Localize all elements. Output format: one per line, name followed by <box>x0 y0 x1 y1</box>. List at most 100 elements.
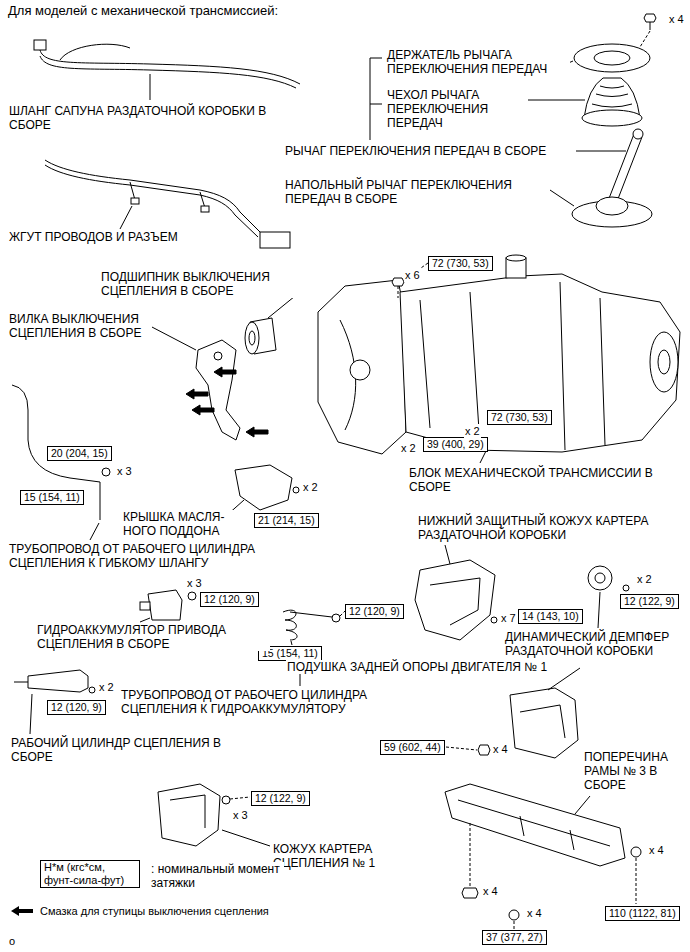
quantity-label: x 4 <box>492 742 509 756</box>
bolt-part <box>644 14 656 22</box>
part-name: РЫЧАГ ПЕРЕКЛЮЧЕНИЯ ПЕРЕДАЧ В СБОРЕ <box>284 144 547 158</box>
quantity-label: x 3 <box>116 464 133 478</box>
transmission-assembly-part <box>392 278 404 286</box>
release-cylinder-part <box>14 682 28 683</box>
quantity-label: o <box>8 934 16 948</box>
engine-mount-part <box>520 705 565 738</box>
part-name: РАБОЧИЙ ЦИЛИНДР СЦЕПЛЕНИЯ В СБОРЕ <box>10 736 260 764</box>
frame-crossmember-part <box>636 858 637 904</box>
transmission-assembly-part <box>658 350 670 374</box>
wire-harness-part <box>120 206 132 229</box>
torque-value: 72 (730, 53) <box>491 411 548 424</box>
floor-shift-lever-part <box>633 129 643 139</box>
label-text: КРЫШКА МАСЛЯ- НОГО ПОДДОНА <box>123 510 224 538</box>
wire-harness-part <box>130 182 205 208</box>
frame-crossmember-part <box>514 921 515 929</box>
bracket-leader-part <box>576 151 626 152</box>
bolt <box>640 14 656 47</box>
shift-lever-retainer-part <box>574 44 650 72</box>
clutch-accumulator-part <box>140 602 150 610</box>
quantity-label: x 4 <box>648 843 665 857</box>
quantity-label: x 3 <box>232 808 249 822</box>
frame-crossmember-part <box>575 796 590 814</box>
engine-mount-part <box>510 688 578 758</box>
release-fork-part <box>214 352 222 360</box>
release-fork-part <box>214 367 236 377</box>
floor-shift-lever-part <box>608 134 642 204</box>
torque-value: 12 (122, 9) <box>624 595 675 608</box>
bolt-part <box>650 22 651 30</box>
transmission-assembly-part <box>398 286 399 298</box>
transmission-assembly-part <box>650 332 678 392</box>
transmission-assembly-part <box>400 274 680 452</box>
label-text: ПОПЕРЕЧИНА РАМЫ № 3 В СБОРЕ <box>584 750 668 792</box>
part-name: ПОПЕРЕЧИНА РАМЫ № 3 В СБОРЕ <box>583 750 685 792</box>
label-text: x 4 <box>483 885 498 897</box>
quantity-label: x 2 <box>400 441 417 455</box>
part-name: КОЖУХ КАРТЕРА СЦЕПЛЕНИЯ № 1 <box>272 842 452 870</box>
wire-harness-part <box>45 160 262 234</box>
part-name: НИЖНИЙ ЗАЩИТНЫЙ КОЖУХ КАРТЕРА РАЗДАТОЧНО… <box>417 514 677 542</box>
part-name: ГИДРОАККУМУЛЯТОР ПРИВОДА СЦЕПЛЕНИЯ В СБО… <box>36 623 270 651</box>
torque-box: 12 (122, 9) <box>620 594 679 609</box>
part-name: БЛОК МЕХАНИЧЕСКОЙ ТРАНСМИССИИ В СБОРЕ <box>408 466 665 494</box>
label-text: x 2 <box>465 425 480 437</box>
wire-harness-part <box>45 165 258 237</box>
diagram-title: Для моделей с механической трансмиссией: <box>8 3 278 18</box>
clutch-housing-cover-part <box>222 830 270 846</box>
clutch-pipe <box>12 385 110 540</box>
label-text: ВИЛКА ВЫКЛЮЧЕНИЯ СЦЕПЛЕНИЯ В СБОРЕ <box>9 312 141 340</box>
clutch-housing-cover-part <box>230 797 250 799</box>
torque-box: 12 (120, 9) <box>345 604 404 619</box>
release-fork-part <box>192 405 214 415</box>
breather-hose-part <box>150 74 151 100</box>
quantity-label: x 4 <box>526 906 543 920</box>
label-text: x 6 <box>405 269 420 281</box>
label-text: ДИНАМИЧЕСКИЙ ДЕМПФЕР РАЗДАТОЧНОЙ КОРОБКИ <box>505 630 669 658</box>
release-fork <box>150 326 268 440</box>
torque-value: 39 (400, 29) <box>427 438 484 451</box>
floor-shift-lever-part <box>550 190 574 206</box>
part-name: ЧЕХОЛ РЫЧАГА ПЕРЕКЛЮЧЕНИЯ ПЕРЕДАЧ <box>386 88 528 130</box>
accumulator-pipe-part <box>332 614 340 622</box>
engine-mount-part <box>478 745 490 755</box>
torque-value: 12 (122, 9) <box>255 792 306 805</box>
breather-hose-part <box>40 56 296 88</box>
legend-arrow <box>10 905 34 917</box>
shift-lever-boot-part <box>592 86 632 107</box>
label-text: ГИДРОАККУМУЛЯТОР ПРИВОДА СЦЕПЛЕНИЯ В СБО… <box>37 623 226 651</box>
part-name: НАПОЛЬНЫЙ РЫЧАГ ПЕРЕКЛЮЧЕНИЯ ПЕРЕДАЧ В С… <box>284 178 548 206</box>
torque-box: 72 (730, 53) <box>428 256 493 271</box>
release-fork-part <box>196 340 240 440</box>
torque-box: 15 (154, 11) <box>20 490 84 505</box>
wire-harness-part <box>131 198 139 204</box>
transmission-assembly-part <box>506 255 526 261</box>
label-text: x 2 <box>401 442 416 454</box>
breather-hose-part <box>40 50 300 84</box>
oil-pan-cover <box>226 465 299 516</box>
legend-arrow-shape <box>11 906 33 916</box>
transfer-lower-cover-part <box>415 560 495 640</box>
frame-crossmember-part <box>631 847 641 857</box>
label-text: ЧЕХОЛ РЫЧАГА ПЕРЕКЛЮЧЕНИЯ ПЕРЕДАЧ <box>387 88 488 130</box>
transmission-assembly-part <box>340 282 605 450</box>
label-text: x 7 <box>501 612 516 624</box>
frame-crossmember-part <box>462 888 478 898</box>
label-text: o <box>9 935 15 947</box>
clutch-housing-cover-part <box>170 795 205 828</box>
title-text: Для моделей с механической трансмиссией: <box>8 3 278 18</box>
frame-crossmember-part <box>445 784 625 866</box>
part-name: ПОДШИПНИК ВЫКЛЮЧЕНИЯ СЦЕПЛЕНИЯ В СБОРЕ <box>100 270 304 298</box>
part-name: ДИНАМИЧЕСКИЙ ДЕМПФЕР РАЗДАТОЧНОЙ КОРОБКИ <box>504 630 686 658</box>
clutch-housing-cover-part <box>158 784 220 846</box>
legend-item: Смазка для ступицы выключения сцепления <box>40 904 269 918</box>
torque-value: 12 (120, 9) <box>51 701 102 714</box>
torque-box: 37 (377, 27) <box>482 930 547 945</box>
part-name: ПОДУШКА ЗАДНЕЙ ОПОРЫ ДВИГАТЕЛЯ № 1 <box>286 660 548 674</box>
clutch-accumulator <box>140 590 196 622</box>
label-text: КОЖУХ КАРТЕРА СЦЕПЛЕНИЯ № 1 <box>273 842 375 870</box>
label-text: x 3 <box>187 577 202 589</box>
clutch-pipe-part <box>90 523 99 540</box>
bolt-part <box>640 31 650 47</box>
shift-lever-boot-part <box>582 110 642 126</box>
